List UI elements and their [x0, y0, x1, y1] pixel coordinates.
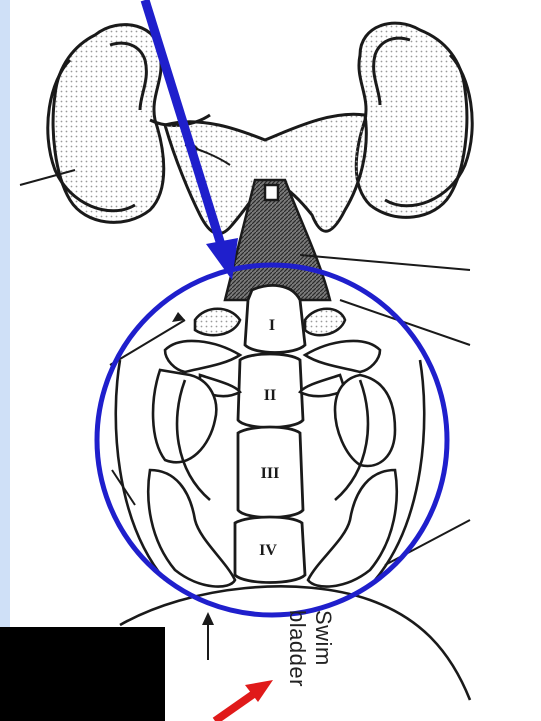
swim-bladder-label-line1: Swim — [312, 610, 334, 666]
vertebra-numeral-1: I — [269, 317, 275, 334]
red-arrow-icon — [215, 680, 273, 721]
vertebra-numeral-3: III — [261, 465, 280, 482]
right-inner-ear — [356, 23, 472, 217]
right-ossicles — [300, 309, 397, 587]
left-ossicles — [148, 309, 240, 587]
swim-bladder-label-line2: bladder — [286, 610, 308, 687]
vertebra-numeral-4: IV — [259, 542, 277, 559]
vertebra-numeral-2: II — [264, 387, 276, 404]
redaction-box — [0, 627, 165, 721]
